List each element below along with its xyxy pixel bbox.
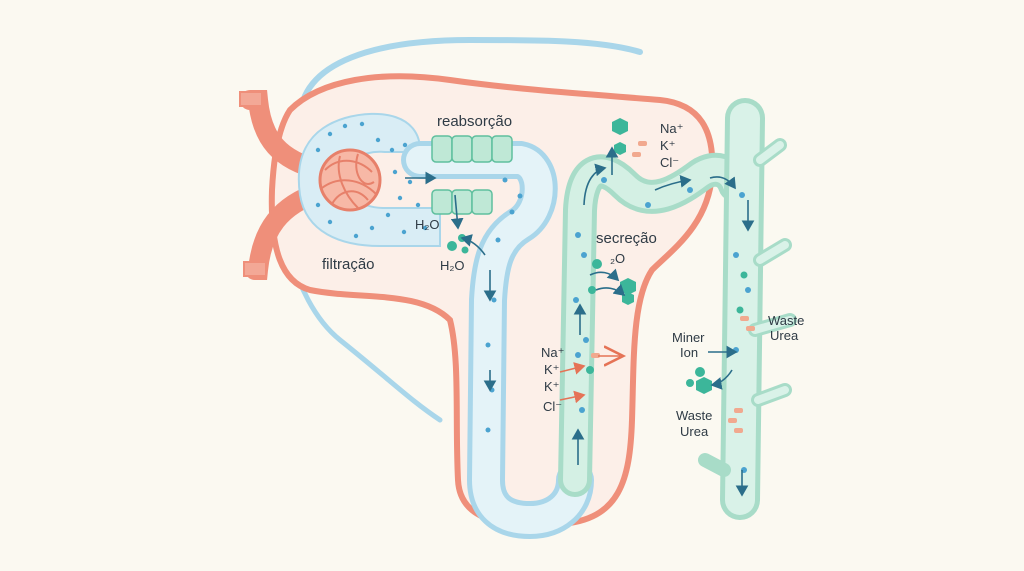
label-secretion-water: ₂O: [610, 251, 625, 266]
label-secretion: secreção: [596, 230, 657, 247]
label-ion-left-1: K⁺: [544, 362, 560, 377]
glomerulus: [318, 148, 382, 212]
label-filtration: filtração: [322, 256, 375, 273]
label-ion-left-0: Na⁺: [541, 345, 564, 360]
label-waste-bottom: Waste: [676, 408, 712, 423]
label-ion-top-2: Cl⁻: [660, 155, 679, 170]
label-urea-bottom: Urea: [680, 424, 709, 439]
label-water-bottom: H₂O: [440, 258, 465, 273]
labels: filtração reabsorção secreção H₂O H₂O ₂O…: [322, 113, 804, 439]
label-ion-left-3: Cl⁻: [543, 399, 562, 414]
ion-arrows: [559, 356, 620, 404]
label-ion: Ion: [680, 345, 698, 360]
flow-arrows: [405, 146, 755, 497]
label-mineral: Miner: [672, 330, 705, 345]
label-water-top: H₂O: [415, 217, 440, 232]
label-ion-top-1: K⁺: [660, 138, 676, 153]
particles: [315, 118, 755, 473]
label-ion-left-2: K⁺: [544, 379, 560, 394]
label-reabsorption: reabsorção: [437, 113, 512, 130]
label-urea-top: Urea: [770, 328, 799, 343]
epithelial-cells: [431, 135, 513, 215]
label-ion-top-0: Na⁺: [660, 121, 683, 136]
label-waste-top: Waste: [768, 313, 804, 328]
